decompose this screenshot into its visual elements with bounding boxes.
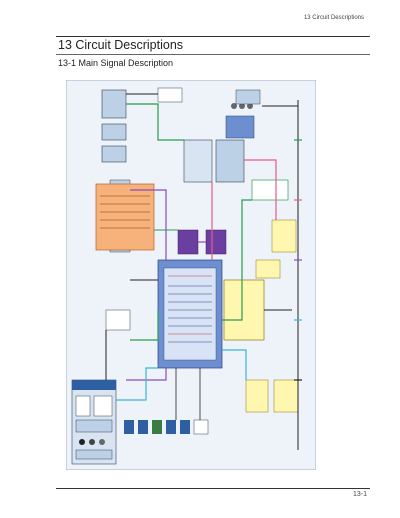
connector-6: [194, 420, 208, 434]
page-number: 13-1: [353, 491, 367, 498]
lvds-block: [252, 180, 288, 200]
connector-2: [138, 420, 148, 434]
audio-sub-1: [256, 260, 280, 278]
jack-block-1: [76, 396, 90, 416]
jack-block-4: [76, 450, 112, 459]
input-panel-header: [72, 380, 116, 390]
running-head: 13 Circuit Descriptions: [304, 15, 364, 21]
jack-block-3: [76, 420, 112, 432]
connector-5: [180, 420, 190, 434]
section-heading: 13-1 Main Signal Description: [58, 58, 173, 68]
block-right-2: [216, 140, 244, 182]
jack-icon-2: [89, 439, 95, 445]
connector-1: [124, 420, 134, 434]
remote-block: [158, 88, 182, 102]
jack-icon-1: [79, 439, 85, 445]
signal-block-diagram: [66, 80, 316, 470]
footer-rule: [56, 488, 370, 489]
block-top-2: [102, 124, 126, 140]
connector-3: [152, 420, 162, 434]
panel-thumbnail: [226, 116, 254, 138]
audio-sub-2: [272, 220, 296, 252]
jack-block-2: [94, 396, 112, 416]
main-processor: [96, 184, 154, 250]
diagram-svg: [66, 80, 316, 470]
speaker-thumbnail: [236, 90, 260, 104]
page-title: 13 Circuit Descriptions: [58, 38, 183, 52]
block-d: [106, 310, 130, 330]
purple-block-2: [206, 230, 226, 254]
block-top-3: [102, 146, 126, 162]
connector-4: [166, 420, 176, 434]
audio-sub-3: [274, 380, 298, 412]
audio-sub-4: [246, 380, 268, 412]
purple-block-1: [178, 230, 198, 254]
title-rule: [56, 54, 370, 55]
tuner-block: [102, 90, 126, 118]
audio-amp-block: [224, 280, 264, 340]
jack-icon-3: [99, 439, 105, 445]
header-rule: [56, 36, 370, 37]
block-right-1: [184, 140, 212, 182]
